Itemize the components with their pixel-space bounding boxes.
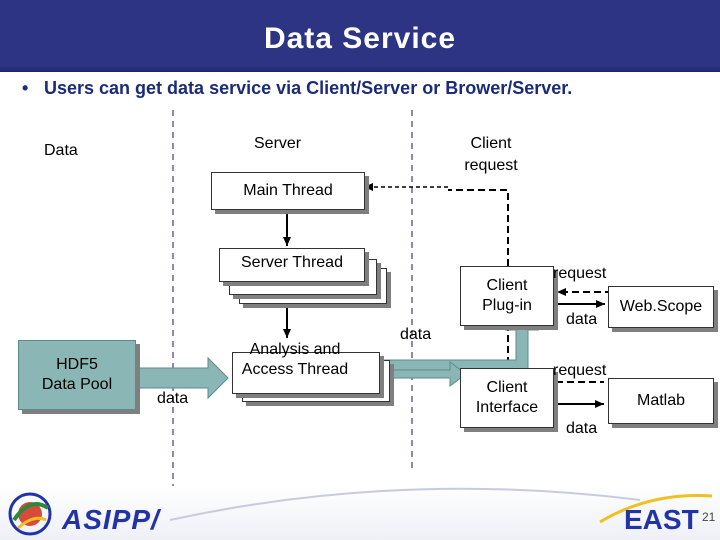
main-thread-label: Main Thread [243,182,333,199]
analysis-thread-box: Analysis and Access Thread [222,340,368,380]
hdf5-data-pool-box: HDF5 Data Pool [18,340,136,410]
slide-title: Data Service [263,22,457,55]
webscope-box: Web.Scope [608,286,714,328]
client-plugin-label: Client Plug-in [482,277,532,314]
east-logo-text: EAST [624,504,699,535]
matlab-label: Matlab [636,392,686,409]
footer-swoosh [169,487,641,521]
client-plugin-box: Client Plug-in [460,266,554,326]
asipp-logo-icon [8,492,52,536]
data-label-mid: data [400,326,432,343]
bullet-text: • Users can get data service via Client/S… [22,78,572,99]
matlab-request-label: request [553,362,607,379]
asipp-logo-text: ASIPP/ [62,504,160,535]
bullet-label: Users can get data service via Client/Se… [44,78,573,98]
block-arrow-hdf5-to-analysis [129,356,229,400]
main-thread-box: Main Thread [211,172,365,210]
column-server-label: Server [254,135,302,152]
webscope-label: Web.Scope [619,298,703,315]
webscope-data-label: data [566,311,598,328]
server-thread-label: Server Thread [241,254,343,271]
bullet-dot-icon: • [22,78,29,98]
data-label-left: data [157,390,189,407]
client-label-line: Client request [464,135,518,174]
hdf5-label: HDF5 Data Pool [41,356,113,393]
matlab-data-label: data [566,420,598,437]
title-bar [0,0,720,72]
analysis-stack-back1 [232,352,380,394]
client-interface-box: Client Interface [460,368,554,428]
page-number: 21 [702,510,716,524]
request-path-to-main [448,189,509,266]
server-thread-box: Server Thread [219,248,365,282]
matlab-box: Matlab [608,378,714,424]
analysis-thread-label: Analysis and Access Thread [241,341,349,378]
column-data-label: Data [44,142,78,159]
webscope-request-label: request [553,265,607,282]
client-interface-label: Client Interface [475,379,539,416]
block-arrow-analysis-to-interface [379,361,467,387]
column-client-label: Client request [446,133,536,177]
